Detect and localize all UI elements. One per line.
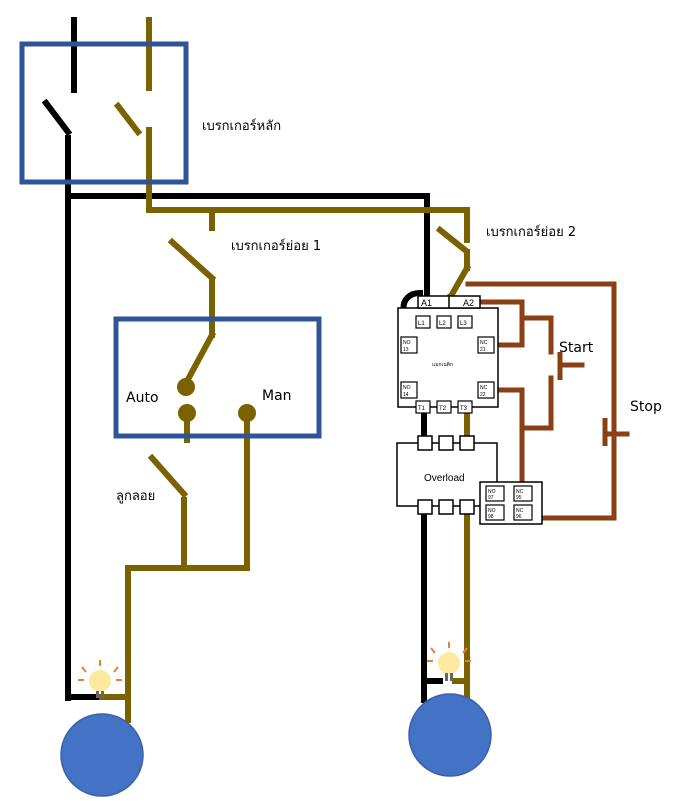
overload-out-2	[438, 499, 454, 515]
nc95-label-b: 95	[516, 495, 522, 501]
contactor-name: แมกเนติก	[432, 361, 453, 368]
sb2-to-a2	[446, 263, 472, 301]
main-breaker-label: เบรกเกอร์หลัก	[202, 118, 281, 134]
nc96-terminal	[513, 504, 533, 521]
t3-label: T3	[460, 406, 468, 412]
nc21-label-a: NC	[480, 340, 488, 346]
no14-terminal	[400, 381, 418, 399]
selector-pivot	[177, 378, 195, 396]
l3-terminal	[457, 315, 473, 329]
no13-label-a: NO	[403, 340, 411, 346]
l2-terminal	[436, 315, 452, 329]
sb1-blade	[167, 237, 217, 283]
overload-in-1	[417, 435, 433, 451]
control-wires	[465, 281, 630, 521]
main-breaker-frame	[19, 41, 189, 185]
selector-frame	[113, 316, 322, 439]
sb2-blade	[435, 225, 470, 255]
overload-out-3	[459, 499, 475, 515]
t1-label: T1	[418, 406, 426, 412]
l1-label: L1	[418, 321, 425, 327]
sub-breaker-1-label: เบรกเกอร์ย่อย 1	[231, 238, 321, 254]
l2-label: L2	[439, 321, 446, 327]
no13-terminal	[400, 336, 418, 354]
man-label: Man	[262, 388, 292, 404]
auto-label: Auto	[126, 390, 159, 406]
t2-label: T2	[439, 406, 447, 412]
motor-2-icon	[408, 693, 492, 777]
selector-lever	[181, 330, 217, 388]
lamp-1-icon	[78, 660, 122, 698]
l1-terminal	[415, 315, 431, 329]
stop-label: Stop	[630, 399, 662, 415]
no98-terminal	[485, 504, 505, 521]
float-switch-label: ลูกลอย	[116, 489, 155, 504]
no97-terminal	[485, 485, 505, 502]
t1-terminal	[415, 400, 431, 414]
nc21-terminal	[477, 336, 495, 354]
no97-label-a: NO	[488, 489, 496, 495]
t2-terminal	[436, 400, 452, 414]
a2-label: A2	[463, 298, 474, 308]
nc21-label-b: 21	[480, 347, 486, 353]
main-breaker-line-blade	[41, 98, 73, 137]
nc95-terminal	[513, 485, 533, 502]
float-blade	[147, 453, 189, 499]
neutral-wires	[99, 17, 472, 723]
overload-in-3	[459, 435, 475, 451]
main-breaker-neutral-blade	[113, 101, 143, 137]
no98-label-a: NO	[488, 508, 496, 514]
lamp-2-icon	[427, 642, 471, 681]
no97-label-b: 97	[488, 495, 494, 501]
nc22-label-a: NC	[480, 385, 488, 391]
motor-1-icon	[60, 713, 144, 797]
no14-label-b: 14	[403, 392, 409, 398]
nc95-label-a: NC	[516, 489, 524, 495]
nc22-label-b: 22	[480, 392, 486, 398]
start-label: Start	[559, 340, 594, 356]
t3-terminal	[457, 400, 473, 414]
no98-label-b: 98	[488, 514, 494, 520]
overload-label: Overload	[424, 473, 465, 484]
nc96-label-a: NC	[516, 508, 524, 514]
auto-contact	[178, 404, 196, 422]
l3-label: L3	[460, 321, 467, 327]
no14-label-a: NO	[403, 385, 411, 391]
overload-relay: Overload NO 97 NC 95 NO 98 NC 96	[396, 435, 543, 525]
sub-breaker-2-label: เบรกเกอร์ย่อย 2	[486, 224, 576, 240]
overload-out-1	[417, 499, 433, 515]
contactor: A1 A2 L1 L2 L3 NO 13 NO 14 NC 21 NC 22 แ…	[397, 295, 499, 414]
overload-in-2	[438, 435, 454, 451]
nc22-terminal	[477, 381, 495, 399]
a1-label: A1	[421, 298, 432, 308]
nc96-label-b: 96	[516, 514, 522, 520]
man-contact	[238, 404, 256, 422]
no13-label-b: 13	[403, 347, 409, 353]
